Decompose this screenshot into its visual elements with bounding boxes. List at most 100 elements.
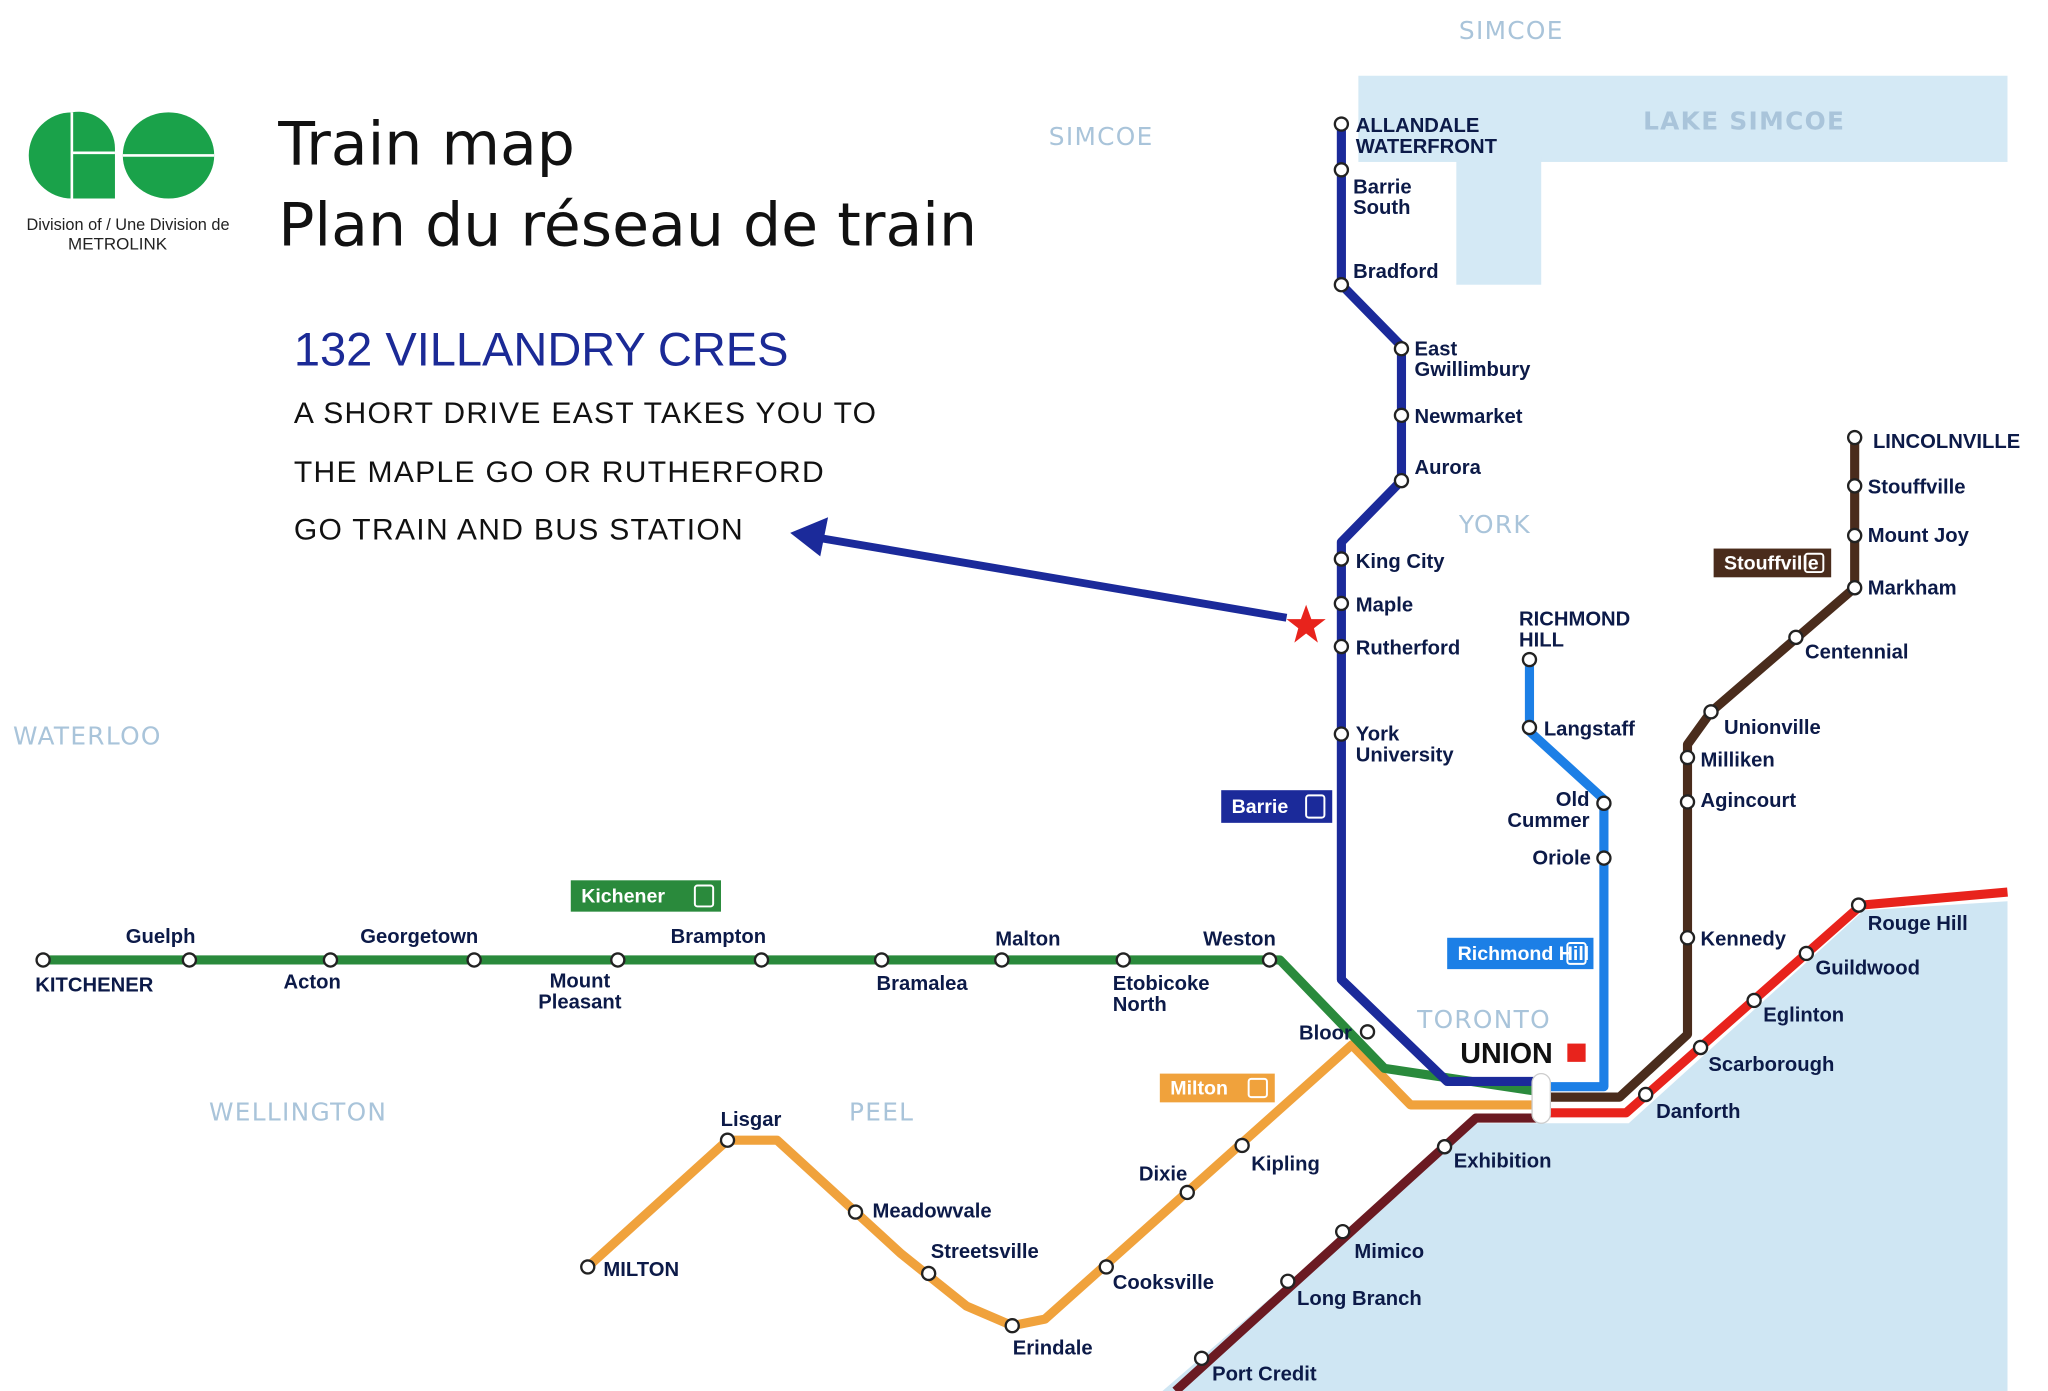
station-marker[interactable] [1846,429,1863,446]
station-lincolnville[interactable]: LINCOLNVILLE [1846,429,2020,453]
station-marker[interactable] [1179,1184,1195,1201]
station-marker[interactable] [1521,651,1538,668]
station-marker[interactable] [873,952,890,968]
station-marker[interactable] [1679,794,1696,810]
station-marker[interactable] [847,1204,864,1220]
station-marker[interactable] [1521,719,1538,736]
station-bradford[interactable]: Bradford [1333,261,1439,293]
station-marker[interactable] [322,952,339,968]
station-marker[interactable] [1261,952,1278,968]
station-exhibition[interactable]: Exhibition [1436,1139,1552,1173]
station-kitchener[interactable]: KITCHENER [35,952,154,996]
station-marker[interactable] [1798,945,1815,962]
station-marker[interactable] [1334,1223,1351,1240]
station-marker[interactable] [753,952,770,968]
station-aurora[interactable]: Aurora [1393,457,1482,489]
station-meadowvale[interactable]: Meadowvale [847,1200,992,1222]
station-marker[interactable] [1333,638,1350,655]
station-acton[interactable]: Acton [284,952,341,994]
station-newmarket[interactable]: Newmarket [1393,406,1523,428]
station-centennial[interactable]: Centennial [1788,629,1908,663]
station-georgetown[interactable]: Georgetown [360,926,482,968]
station-marker[interactable] [719,1132,736,1148]
station-unionville[interactable]: Unionville [1703,704,1821,739]
station-brampton[interactable]: Brampton [671,926,770,968]
station-marker[interactable] [1703,704,1719,720]
station-langstaff[interactable]: Langstaff [1521,718,1635,740]
station-erindale[interactable]: Erindale [1004,1317,1093,1359]
station-marker[interactable] [1115,952,1131,968]
station-marker[interactable] [1788,629,1804,646]
station-marker[interactable] [580,1259,596,1275]
station-long-branch[interactable]: Long Branch [1280,1273,1422,1310]
station-marker[interactable] [1333,551,1350,567]
station-marker[interactable] [1333,595,1350,612]
station-marker[interactable] [1359,1024,1376,1040]
station-marker[interactable] [1004,1317,1020,1334]
station-marker[interactable] [1596,795,1612,811]
station-kennedy[interactable]: Kennedy [1679,929,1787,951]
station-rutherford[interactable]: Rutherford [1333,637,1460,659]
station-guildwood[interactable]: Guildwood [1798,945,1920,979]
station-marker[interactable] [994,952,1010,968]
station-marker[interactable] [1846,527,1863,544]
station-bloor[interactable]: Bloor [1299,1023,1376,1045]
station-marker[interactable] [35,952,51,968]
station-eglinton[interactable]: Eglinton [1746,992,1845,1026]
station-port-credit[interactable]: Port Credit [1193,1350,1317,1386]
station-markham[interactable]: Markham [1846,577,1957,599]
station-marker[interactable] [920,1265,937,1282]
station-guelph[interactable]: Guelph [126,926,198,968]
station-bramalea[interactable]: Bramalea [873,952,968,995]
station-marker[interactable] [1333,726,1350,742]
station-marker[interactable] [1679,930,1696,946]
station-marker[interactable] [1850,897,1867,913]
station-marker[interactable] [1746,992,1762,1009]
station-marker[interactable] [1393,341,1410,357]
station-kipling[interactable]: Kipling [1234,1137,1320,1175]
station-marker[interactable] [1280,1273,1296,1289]
station-milton[interactable]: MILTON [580,1259,679,1281]
station-danforth[interactable]: Danforth [1637,1086,1740,1123]
station-malton[interactable]: Malton [994,929,1061,968]
station-marker[interactable] [1846,580,1863,596]
station-weston[interactable]: Weston [1203,929,1278,968]
station-marker[interactable] [1333,162,1350,178]
station-streetsville[interactable]: Streetsville [920,1241,1039,1282]
station-marker[interactable] [466,952,482,968]
station-marker[interactable] [1234,1137,1250,1154]
station-oriole[interactable]: Oriole [1532,848,1612,870]
station-cooksville[interactable]: Cooksville [1098,1259,1214,1294]
station-marker[interactable] [1679,749,1696,766]
station-lisgar[interactable]: Lisgar [719,1109,782,1148]
station-marker[interactable] [1393,472,1410,489]
station-marker[interactable] [1098,1259,1114,1275]
station-marker[interactable] [1692,1039,1709,1056]
station-dixie[interactable]: Dixie [1139,1164,1195,1201]
station-marker[interactable] [181,952,198,968]
station-marker[interactable] [1436,1139,1453,1155]
station-marker[interactable] [1333,116,1350,132]
station-agincourt[interactable]: Agincourt [1679,790,1796,812]
station-stouffville[interactable]: Stouffville [1846,477,1966,499]
station-scarborough[interactable]: Scarborough [1692,1039,1834,1076]
station-marker[interactable] [1596,850,1612,866]
station-rouge-hill[interactable]: Rouge Hill [1850,897,1968,935]
station-marker[interactable] [610,952,626,968]
station-mimico[interactable]: Mimico [1334,1223,1424,1263]
station-marker[interactable] [1393,407,1410,424]
station-mount-joy[interactable]: Mount Joy [1846,525,1970,547]
station-milliken[interactable]: Milliken [1679,749,1775,772]
station-king-city[interactable]: King City [1333,551,1445,573]
station-maple[interactable]: Maple [1333,594,1413,616]
station-marker[interactable] [1637,1086,1654,1103]
station-marker[interactable] [1333,277,1350,293]
